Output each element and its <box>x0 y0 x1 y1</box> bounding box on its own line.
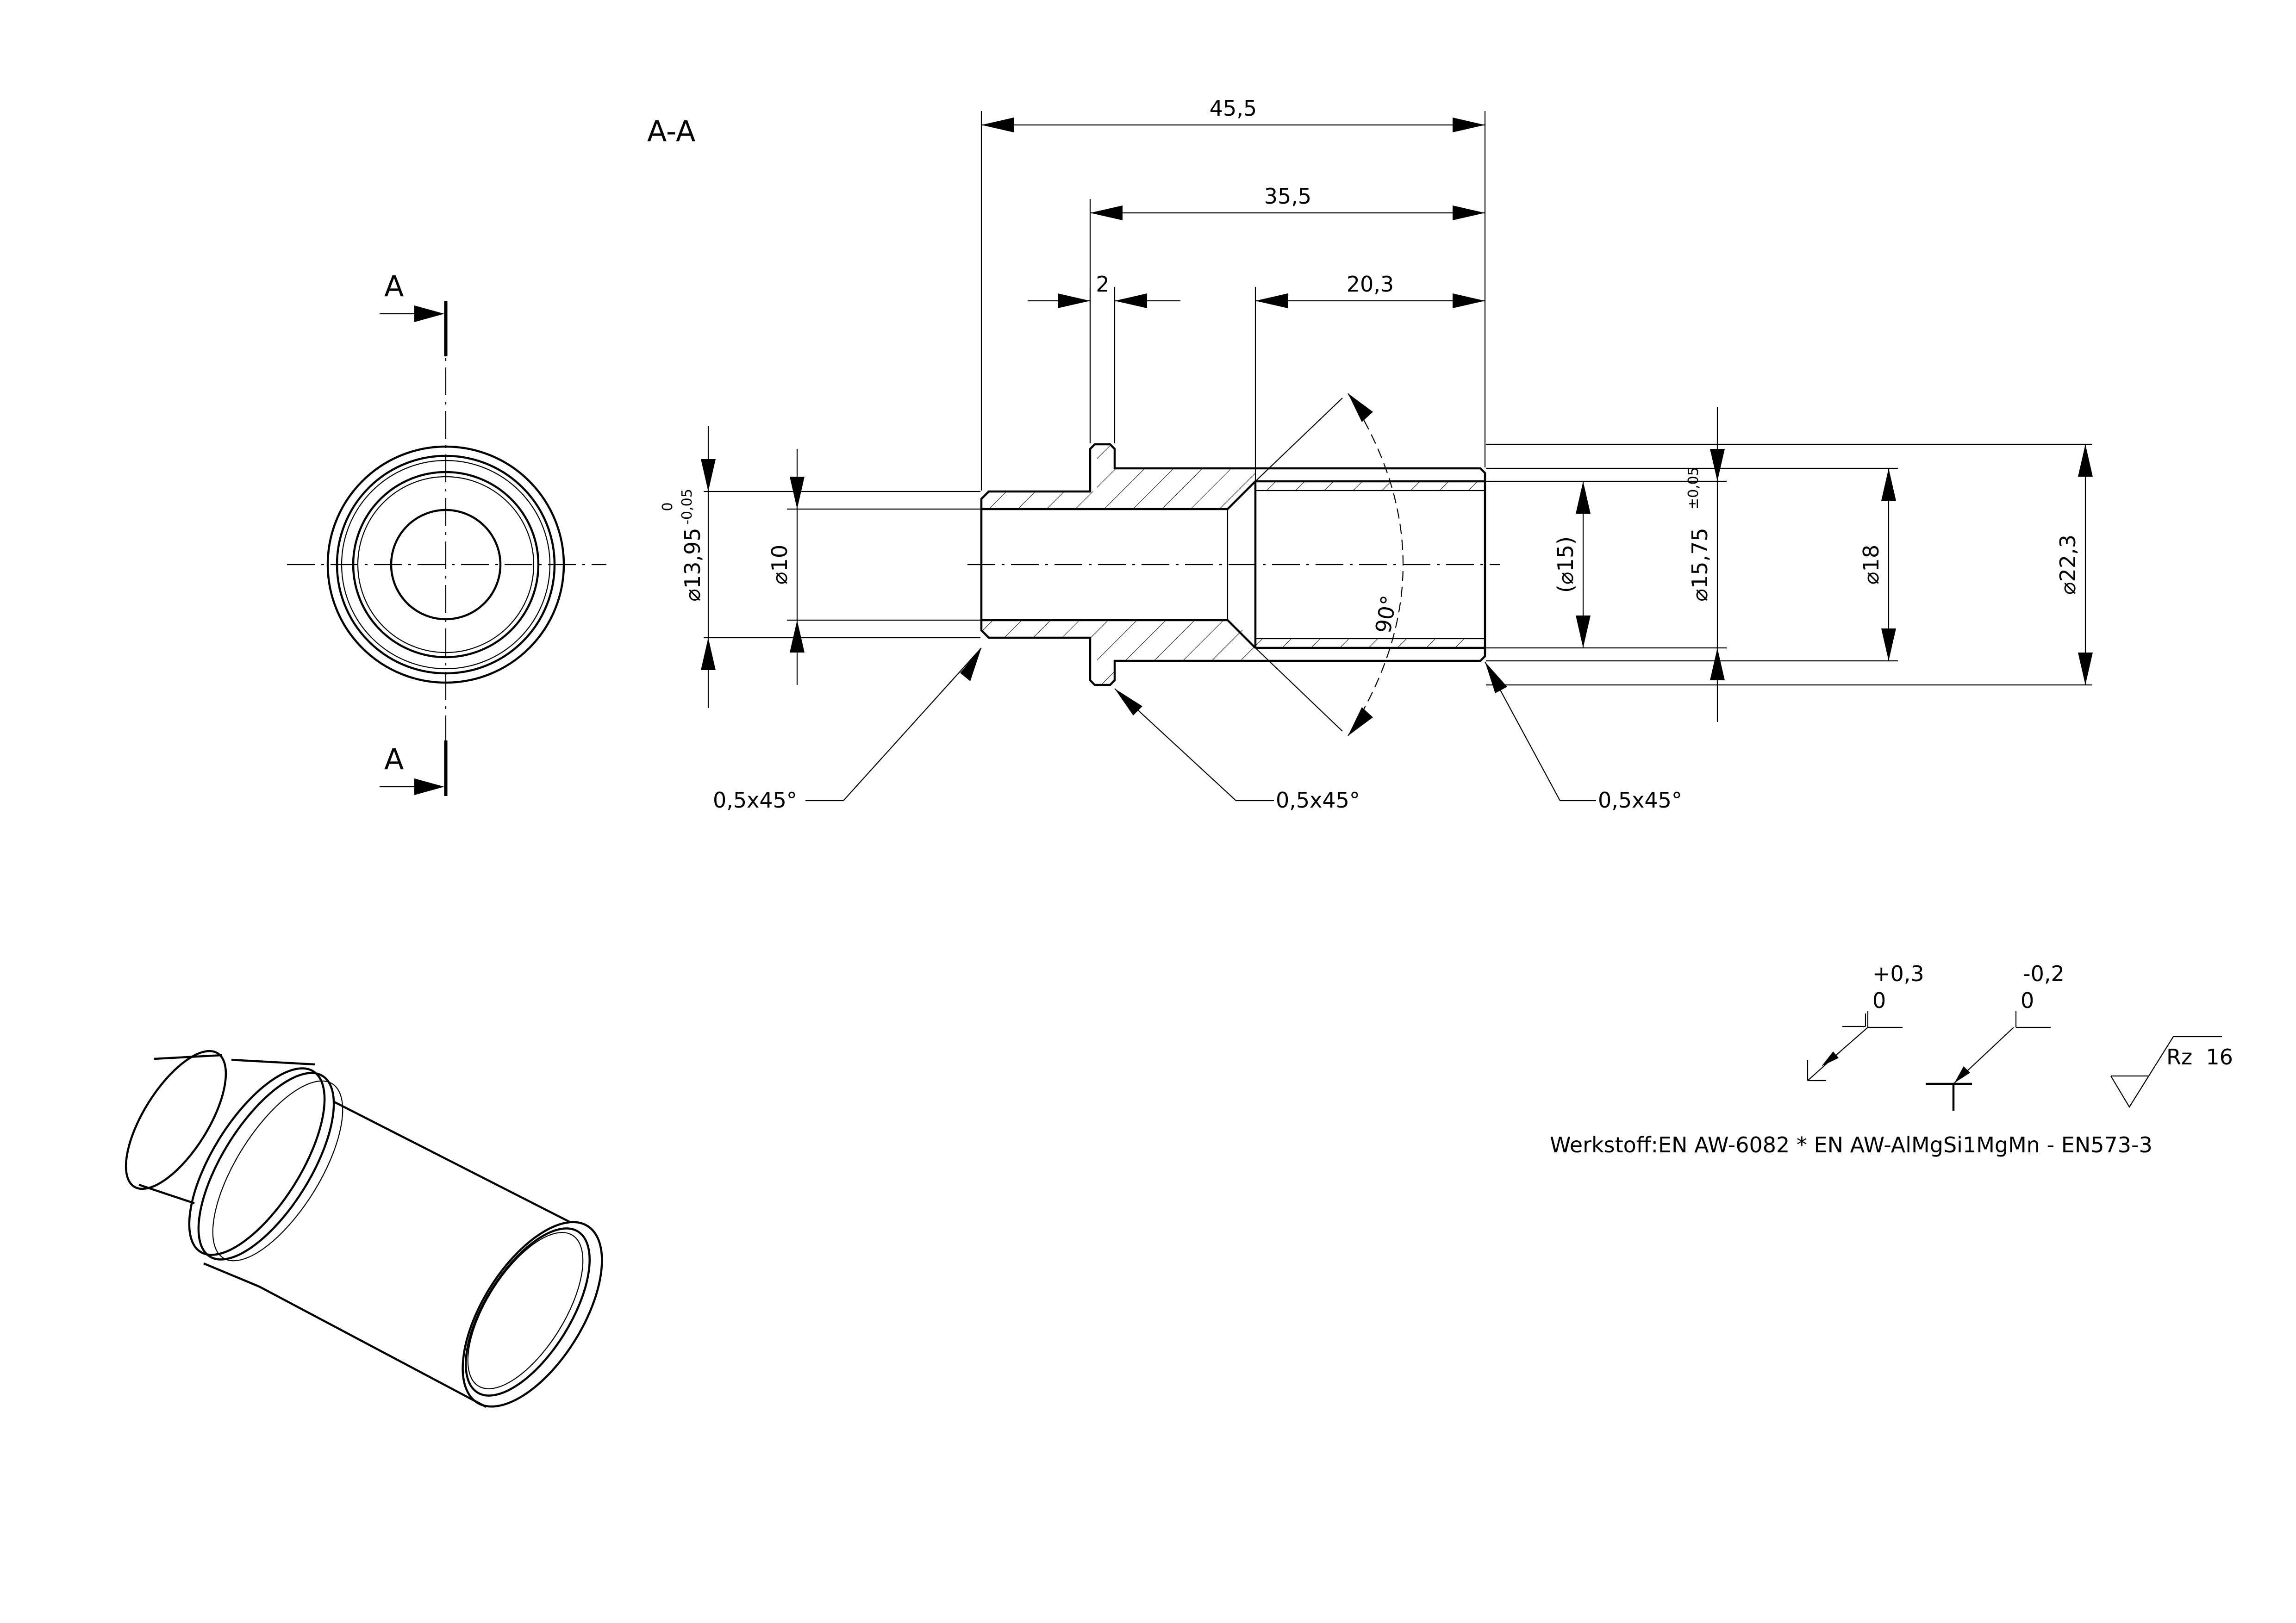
chamfer-label-1: 0,5x45° <box>713 788 797 813</box>
svg-text:(⌀15): (⌀15) <box>1553 536 1578 593</box>
cut-letter-bottom: A <box>384 742 404 776</box>
section-view: 45,5 35,5 2 20,3 ⌀13,95 0 -0,05 <box>660 96 2093 813</box>
edge-symbol-plus: +0,3 0 <box>1807 961 1924 1082</box>
svg-text:⌀18: ⌀18 <box>1859 545 1884 585</box>
section-title: A-A <box>647 114 695 148</box>
dim-od-body: 18 <box>1859 545 1884 572</box>
dim-bore-large-tol: ±0,05 <box>1685 467 1702 510</box>
material-note: Werkstoff:EN AW-6082 * EN AW-AlMgSi1MgMn… <box>1550 1132 2152 1157</box>
edge-symbol-minus: -0,2 0 <box>1926 961 2065 1111</box>
chamfer-label-2: 0,5x45° <box>1276 788 1360 813</box>
dim-collar-width: 2 <box>1096 272 1109 297</box>
dim-od-front-tol-lower: -0,05 <box>679 489 695 525</box>
svg-text:⌀15,75: ⌀15,75 <box>1687 528 1712 601</box>
dim-bore-large: 15,75 <box>1687 528 1712 589</box>
edge-tol-plus: +0,3 <box>1872 961 1924 986</box>
isometric-view <box>125 1050 603 1408</box>
dim-bore-depth: 20,3 <box>1347 272 1394 297</box>
cut-letter-top: A <box>384 269 404 303</box>
svg-text:⌀13,95: ⌀13,95 <box>680 528 705 601</box>
svg-text:⌀22,3: ⌀22,3 <box>2055 535 2080 595</box>
dim-overall-length: 45,5 <box>1210 96 1257 121</box>
dim-od-front: 13,95 <box>680 528 705 589</box>
dim-bore-ref: 15 <box>1553 545 1578 572</box>
dim-od-collar: 22,3 <box>2055 535 2080 582</box>
roughness-value: Rz 16 <box>2166 1045 2233 1070</box>
dim-od-front-tol-upper: 0 <box>660 502 676 511</box>
surface-roughness-symbol: Rz 16 <box>2110 1036 2233 1108</box>
chamfer-label-3: 0,5x45° <box>1598 788 1682 813</box>
svg-text:⌀10: ⌀10 <box>767 545 792 585</box>
edge-tol-plus-base: 0 <box>1872 988 1886 1013</box>
end-view: A A <box>287 269 606 796</box>
edge-tol-minus: -0,2 <box>2023 961 2065 986</box>
edge-tol-minus-base: 0 <box>2021 988 2034 1013</box>
dim-body-length: 35,5 <box>1264 184 1311 209</box>
dim-bore-small: 10 <box>767 545 792 572</box>
dim-angle: 90° <box>1371 593 1402 635</box>
